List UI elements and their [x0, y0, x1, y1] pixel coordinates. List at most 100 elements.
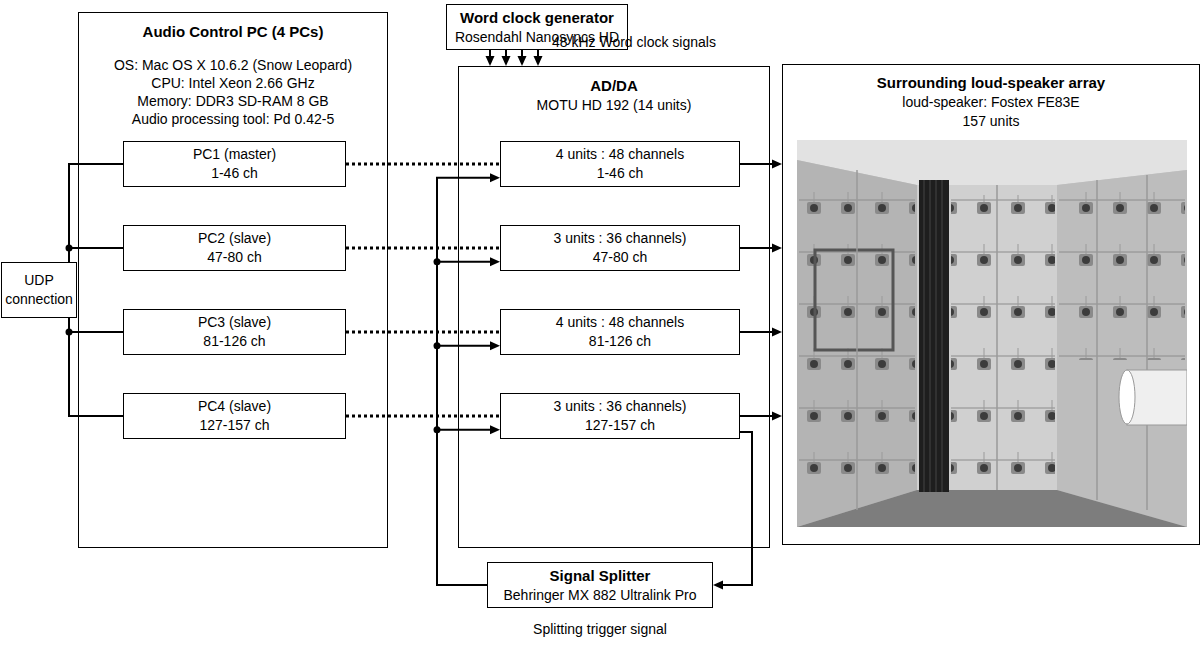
left-wall [797, 160, 917, 527]
box-text: 1-46 ch [597, 164, 644, 183]
box-text: 47-80 ch [207, 248, 261, 267]
connector-line [437, 262, 490, 585]
box-text: 157 units [963, 112, 1020, 131]
door-panel [815, 250, 893, 350]
box-heading: Signal Splitter [550, 566, 651, 586]
arrowhead [502, 56, 511, 66]
curtain [919, 180, 949, 492]
device-box: PC3 (slave)81-126 ch [123, 309, 346, 355]
connector [740, 160, 782, 169]
device-box: Signal SplitterBehringer MX 882 Ultralin… [487, 562, 713, 608]
connector [740, 244, 782, 253]
connector-line [505, 50, 507, 56]
speaker-grid [1059, 190, 1185, 360]
box-text: 3 units : 36 channels) [553, 397, 686, 416]
arrowhead [772, 160, 782, 169]
support-poles [857, 170, 1147, 510]
box-text: 81-126 ch [589, 332, 651, 351]
connector [434, 341, 501, 585]
text-group: UDP connection [2, 263, 76, 317]
loudspeaker-array-photo [797, 140, 1187, 527]
arrowhead [518, 56, 527, 66]
text-group: 4 units : 48 channels1-46 ch [501, 142, 739, 186]
box-text: UDP connection [2, 271, 76, 309]
text-group: 4 units : 48 channels81-126 ch [501, 310, 739, 354]
connector-line [723, 432, 752, 585]
text-group: PC2 (slave)47-80 ch [124, 226, 345, 270]
text-group: PC1 (master)1-46 ch [124, 142, 345, 186]
dotted-connector [346, 416, 500, 417]
connector [740, 328, 782, 337]
arrowhead [713, 581, 723, 590]
connector [713, 432, 752, 589]
box-text: OS: Mac OS X 10.6.2 (Snow Leopard) [114, 56, 352, 74]
box-heading: Audio Control PC (4 PCs) [143, 22, 324, 42]
text-group: Signal SplitterBehringer MX 882 Ultralin… [488, 563, 712, 607]
box-heading: AD/DA [590, 76, 638, 96]
equipment-cylinder [1127, 370, 1187, 425]
connector [486, 50, 495, 66]
group-box: Audio Control PC (4 PCs) OS: Mac OS X 10.… [78, 12, 388, 548]
arrowhead [490, 173, 500, 182]
box-text: loud-speaker: Fostex FE83E [902, 93, 1079, 112]
arrowhead [490, 341, 500, 350]
text-group: AD/DAMOTU HD 192 (14 units) [459, 67, 769, 115]
connection-box: UDP connection [1, 262, 77, 318]
group-box: Surrounding loud-speaker arrayloud-speak… [782, 64, 1200, 545]
connector-line [740, 331, 772, 333]
connector-line [437, 430, 490, 585]
device-box: 4 units : 48 channels1-46 ch [500, 141, 740, 187]
signal-label: 48 kHz Word clock signals [552, 33, 716, 52]
device-box: PC4 (slave)127-157 ch [123, 393, 346, 439]
box-text: 127-157 ch [199, 416, 269, 435]
device-box: 3 units : 36 channels)127-157 ch [500, 393, 740, 439]
connector [502, 50, 511, 66]
arrowhead [486, 56, 495, 66]
device-box: PC2 (slave)47-80 ch [123, 225, 346, 271]
connector-line [521, 50, 523, 56]
connector [434, 257, 501, 585]
device-box: PC1 (master)1-46 ch [123, 141, 346, 187]
floor [797, 490, 1187, 527]
box-text: PC1 (master) [193, 145, 276, 164]
group-box: AD/DAMOTU HD 192 (14 units) 4 units : 48 … [458, 66, 770, 548]
device-box: 4 units : 48 channels81-126 ch [500, 309, 740, 355]
box-text: 4 units : 48 channels [556, 145, 684, 164]
junction-dot [434, 342, 441, 349]
box-text: 4 units : 48 channels [556, 313, 684, 332]
junction-dot [434, 258, 441, 265]
arrowhead [490, 425, 500, 434]
text-group: 3 units : 36 channels)127-157 ch [501, 394, 739, 438]
dotted-connector [346, 332, 500, 333]
connector-line [346, 247, 500, 250]
arrowhead [490, 257, 500, 266]
photo-ground [797, 140, 1187, 527]
dotted-connector [346, 164, 500, 165]
box-text: Memory: DDR3 SD-RAM 8 GB [137, 92, 328, 110]
connector-line [346, 163, 500, 166]
connector [534, 50, 543, 66]
device-box: 3 units : 36 channels)47-80 ch [500, 225, 740, 271]
box-text: CPU: Intel Xeon 2.66 GHz [151, 74, 314, 92]
text-group: Surrounding loud-speaker arrayloud-speak… [783, 65, 1199, 131]
box-text: 3 units : 36 channels) [553, 229, 686, 248]
connector [66, 318, 124, 336]
connector [66, 245, 124, 263]
text-group: 3 units : 36 channels)47-80 ch [501, 226, 739, 270]
connector-line [437, 346, 490, 585]
connector [740, 412, 782, 421]
connector [437, 173, 500, 585]
connector-line [346, 415, 500, 418]
connector-line [437, 178, 490, 585]
box-text: PC4 (slave) [198, 397, 271, 416]
connector-line [346, 331, 500, 334]
connector [518, 50, 527, 66]
junction-dot [66, 245, 73, 252]
box-text: PC2 (slave) [198, 229, 271, 248]
box-text: MOTU HD 192 (14 units) [537, 96, 692, 115]
arrowhead [772, 244, 782, 253]
equipment-cylinder-end [1119, 370, 1135, 424]
box-text: 47-80 ch [593, 248, 647, 267]
junction-dot [434, 426, 441, 433]
connector-line [740, 415, 772, 417]
